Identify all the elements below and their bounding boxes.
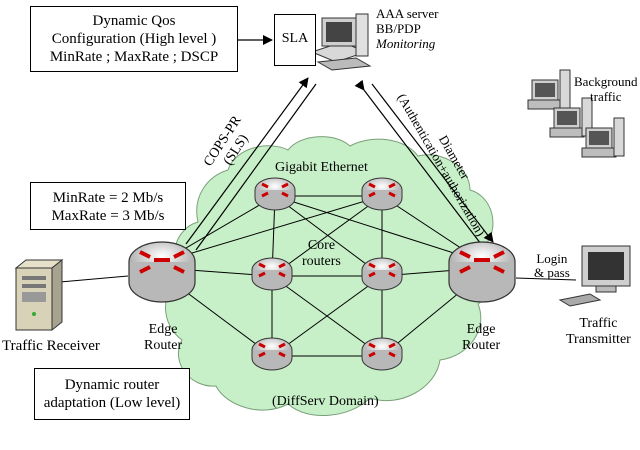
traffic-transmitter-icon xyxy=(558,245,631,307)
core-router xyxy=(360,176,404,212)
aaa-server-icon xyxy=(310,13,372,71)
adaptation-line-1: Dynamic router xyxy=(64,377,160,393)
core-router xyxy=(250,256,294,292)
qos-line-2: Configuration (High level ) xyxy=(51,31,217,47)
edge-router-left-label: Edge Router xyxy=(144,322,183,353)
core-routers-label: Core routers xyxy=(302,238,341,269)
traffic-receiver-icon xyxy=(14,258,64,332)
traffic-receiver-label: Traffic Receiver xyxy=(2,338,100,354)
core-router xyxy=(360,256,404,292)
sla-box: SLA xyxy=(274,14,316,66)
qos-line-1: Dynamic Qos xyxy=(92,13,176,29)
edge-router-left-icon xyxy=(127,240,197,304)
login-label: Login & pass xyxy=(534,251,570,280)
core-router xyxy=(253,176,297,212)
rate-box: MinRate = 2 Mb/s MaxRate = 3 Mb/s xyxy=(30,182,186,230)
min-rate: MinRate = 2 Mb/s xyxy=(52,190,164,206)
qos-config-box: Dynamic Qos Configuration (High level ) … xyxy=(30,6,238,72)
adaptation-box: Dynamic router adaptation (Low level) xyxy=(34,368,190,420)
diameter-arrow xyxy=(354,79,494,249)
diffserv-domain-label: (DiffServ Domain) xyxy=(272,394,379,409)
edge-router-right-label: Edge Router xyxy=(462,322,501,353)
max-rate: MaxRate = 3 Mb/s xyxy=(51,208,165,224)
core-router xyxy=(250,336,294,372)
gigabit-ethernet-label: Gigabit Ethernet xyxy=(275,160,368,175)
core-router xyxy=(360,336,404,372)
aaa-server-label: AAA server BB/PDP Monitoring xyxy=(376,6,439,51)
sla-label: SLA xyxy=(281,31,309,46)
adaptation-line-2: adaptation (Low level) xyxy=(43,395,181,411)
cops-arrow xyxy=(185,77,317,251)
traffic-transmitter-label: Traffic Transmitter xyxy=(566,316,631,347)
background-traffic-label: Background traffic xyxy=(574,74,638,104)
qos-line-3: MinRate ; MaxRate ; DSCP xyxy=(49,49,219,65)
